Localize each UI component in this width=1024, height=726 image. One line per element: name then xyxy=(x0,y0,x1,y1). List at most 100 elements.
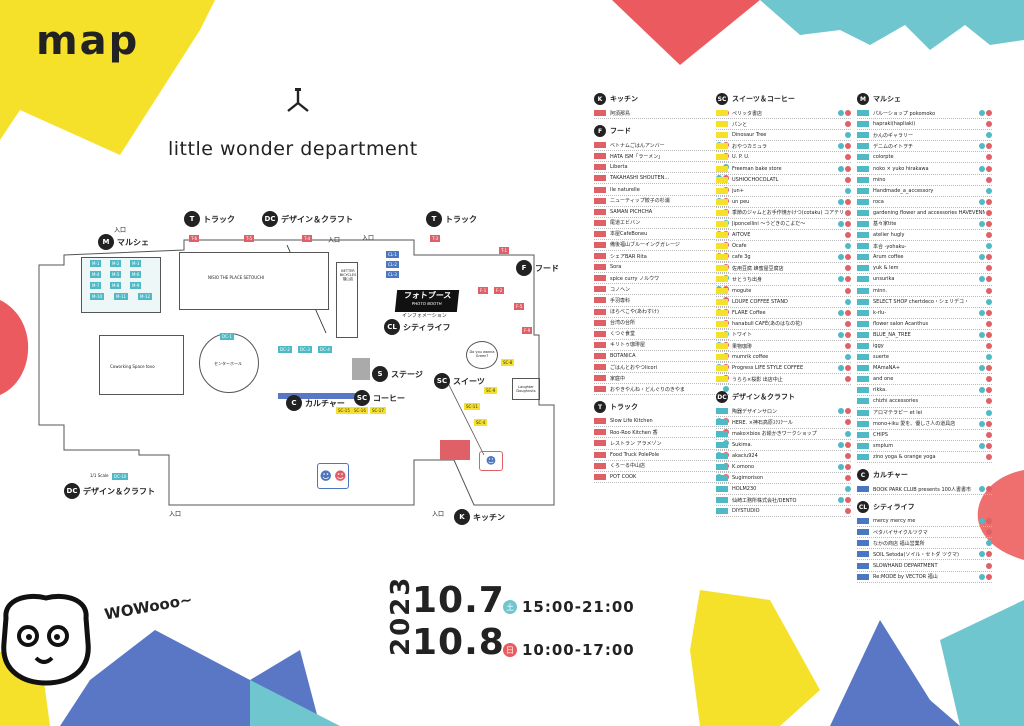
payment-dot-icon xyxy=(986,551,992,558)
vendor-row: SLOWHAND DEPARTMENT xyxy=(857,560,992,572)
vendor-name: mumrik coffee xyxy=(732,354,769,361)
vendor-row: k-rlu- xyxy=(857,308,992,319)
vendor-name: HERE. ×神石高原ｽｸｽｸール xyxy=(732,419,793,426)
stall-code-marker xyxy=(857,232,869,239)
stall-code-marker xyxy=(716,198,728,205)
payment-dot-icon xyxy=(838,441,844,448)
payment-dot-icon xyxy=(986,376,992,383)
payment-dot-icon xyxy=(986,132,992,139)
stall-tag: T-5 xyxy=(244,235,255,242)
stall-tag: SC-8 xyxy=(501,359,515,366)
vendor-name: ペタバイサイクルツクマ xyxy=(873,529,928,536)
payment-dot-icon xyxy=(838,276,844,283)
laughter-doughnuts: Laughter Doughnuts xyxy=(512,378,540,400)
stall-code-marker xyxy=(716,165,728,172)
vendor-name: ベトナムごはんアンバー xyxy=(610,142,665,149)
payment-dot-icon xyxy=(845,187,851,194)
vendor-name: mogute xyxy=(732,287,752,294)
stall-code-marker xyxy=(594,275,606,282)
vendor-row: POT COOK xyxy=(594,472,729,483)
payment-dot-icon xyxy=(845,408,851,415)
zone-code: SC xyxy=(716,93,728,105)
stall-code-marker xyxy=(716,287,728,294)
vendor-name: atelier hugly xyxy=(873,232,905,239)
dow-day2: 日 xyxy=(503,643,517,657)
vendor-name: くつぐ食堂 xyxy=(610,331,636,338)
payment-dot-icon xyxy=(986,409,992,416)
vendor-name: hapraki(hapliaki) xyxy=(873,121,916,128)
stall-code-marker xyxy=(857,573,869,580)
time-day2: 10:00-17:00 xyxy=(522,641,635,659)
payment-dot-icon xyxy=(838,365,844,372)
vendor-row: シェアBAR Rita xyxy=(594,251,729,263)
payment-dot-icon xyxy=(838,143,844,150)
vendor-row: chizhi accessories xyxy=(857,396,992,408)
stall-code-marker xyxy=(857,354,869,361)
stall-tag: DC-4 xyxy=(318,346,332,353)
payment-dot-icon xyxy=(845,486,851,493)
payment-dot-icon xyxy=(845,474,851,481)
stall-code-marker xyxy=(594,375,606,382)
payment-dot-icon xyxy=(838,165,844,172)
stall-code-marker xyxy=(857,198,869,205)
vendor-row: 本合 -yohaku- xyxy=(857,241,992,253)
payment-dot-icon xyxy=(845,265,851,272)
vendor-row: Sora xyxy=(594,262,729,274)
stall-code-marker xyxy=(716,408,728,415)
vendor-name: コノヘン xyxy=(610,286,631,293)
stall-code-marker xyxy=(594,462,606,469)
stall-tag: F-1 xyxy=(478,287,489,294)
payment-dot-icon xyxy=(845,165,851,172)
stall-code-marker xyxy=(594,286,606,293)
stall-tag: M-5 xyxy=(110,271,122,278)
payment-dot-icon xyxy=(986,518,992,525)
vendor-row: suerte xyxy=(857,352,992,364)
vendor-name: 本合 -yohaku- xyxy=(873,243,907,250)
stall-code-marker xyxy=(857,121,869,128)
payment-dot-icon xyxy=(845,121,851,128)
entrance-label: 入口 xyxy=(114,227,127,234)
vendor-name: Roo-Roo Kitchen 香 xyxy=(610,429,658,436)
payment-dot-icon xyxy=(845,132,851,139)
stall-code-marker xyxy=(716,110,728,117)
stall-code-marker xyxy=(594,164,606,171)
payment-dot-icon xyxy=(845,154,851,161)
payment-dot-icon xyxy=(979,276,985,283)
payment-dot-icon xyxy=(986,165,992,172)
section-title: トラック xyxy=(610,403,638,412)
vendor-name: hanabull CAFÉ(あのはなの花) xyxy=(732,321,803,328)
stall-code-marker xyxy=(857,376,869,383)
vendor-name: おやきやんね・どんぐりのきやま xyxy=(610,386,685,393)
stall-code-marker xyxy=(716,176,728,183)
section-title: スイーツ＆コーヒー xyxy=(732,95,795,103)
vendor-row: gardening flower and accessories HAVEVEN… xyxy=(857,208,992,219)
stall-tag: T-3 xyxy=(430,235,441,242)
vendor-name: ニューティップ餃子の杉浦 xyxy=(610,198,670,205)
vendor-row: おやつカミュラ xyxy=(716,141,851,153)
payment-dot-icon xyxy=(845,430,851,437)
payment-dot-icon xyxy=(845,298,851,305)
payment-dot-icon xyxy=(979,165,985,172)
vendor-row: jun+ xyxy=(716,186,851,197)
vendor-name: FLARE Coffee xyxy=(732,309,766,316)
payment-dot-icon xyxy=(845,176,851,183)
payment-dot-icon xyxy=(838,463,844,470)
vendor-name: 仙崎工務所株式会社/DENTO xyxy=(732,497,797,504)
stall-code-marker xyxy=(594,451,606,458)
payment-dot-icon xyxy=(979,110,985,117)
payment-dot-icon xyxy=(979,573,985,580)
vendor-row: flower salon Acanthus xyxy=(857,319,992,330)
payment-dot-icon xyxy=(845,452,851,459)
stall-code-marker xyxy=(857,398,869,405)
section-title: フード xyxy=(610,127,631,136)
stall-code-marker xyxy=(857,387,869,394)
nisio-label: NISIO THE PLACE SETOUCHI xyxy=(208,275,265,280)
payment-dot-icon xyxy=(986,198,992,205)
vendor-row: BLUE_NA_TREE xyxy=(857,330,992,341)
